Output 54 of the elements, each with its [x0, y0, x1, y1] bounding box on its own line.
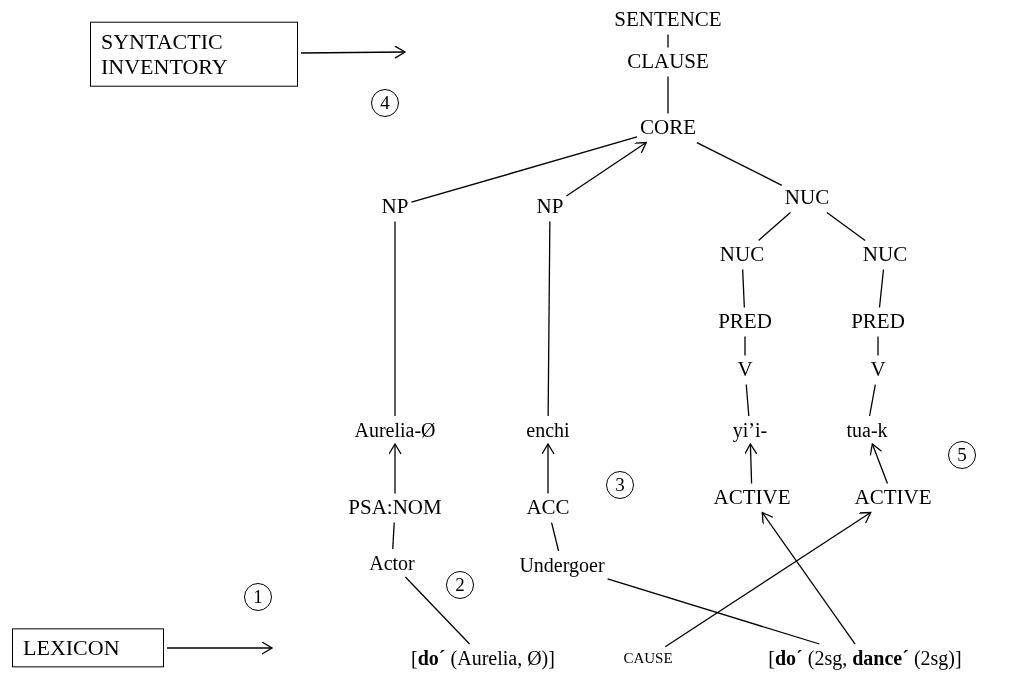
- tree-line: [878, 268, 885, 309]
- tree-line: [745, 383, 750, 417]
- tree-label: Aurelia-Ø: [354, 419, 436, 441]
- component-box: SYNTACTIC INVENTORY: [90, 21, 298, 87]
- tree-label: enchi: [526, 419, 570, 441]
- arrow: [388, 443, 402, 495]
- tree-label: NP: [536, 195, 564, 219]
- tree-label: [do´ (Aurelia, Ø)]: [411, 647, 555, 669]
- arrow: [664, 511, 872, 648]
- arrow: [166, 641, 273, 655]
- tree-line: [404, 576, 471, 645]
- arrow: [541, 443, 555, 495]
- tree-line: [667, 33, 669, 49]
- tree-line: [877, 335, 879, 357]
- tree-label: V: [737, 358, 753, 382]
- arrow: [869, 443, 889, 485]
- tree-label: CAUSE: [623, 649, 673, 667]
- tree-label: ACTIVE: [854, 486, 932, 510]
- tree-label: NUC: [862, 243, 908, 267]
- component-box: LEXICON: [12, 628, 164, 668]
- tree-label: ACTIVE: [713, 486, 791, 510]
- tree-line: [742, 268, 745, 309]
- tree-line: [550, 521, 560, 552]
- arrow: [300, 45, 406, 59]
- tree-line: [696, 141, 783, 186]
- tree-label: NP: [381, 195, 409, 219]
- tree-label: CORE: [640, 116, 696, 140]
- tree-label: PRED: [718, 310, 772, 334]
- tree-line: [826, 211, 866, 242]
- tree-line: [757, 211, 792, 242]
- tree-line: [547, 220, 551, 417]
- tree-line: [392, 521, 395, 550]
- tree-label: PSA:NOM: [348, 496, 442, 520]
- tree-line: [667, 75, 669, 115]
- tree-line: [868, 383, 876, 417]
- tree-label: V: [870, 358, 886, 382]
- tree-label: SENTENCE: [614, 8, 722, 32]
- tree-label: yi’i-: [732, 419, 768, 441]
- tree-label: PRED: [851, 310, 905, 334]
- tree-line: [744, 335, 746, 357]
- arrow: [761, 511, 856, 645]
- tree-label: Actor: [369, 552, 415, 574]
- arrow: [744, 443, 758, 485]
- tree-label: [do´ (2sg, dance´ (2sg)]: [768, 647, 962, 669]
- tree-label: NUC: [784, 186, 830, 210]
- tree-line: [410, 136, 638, 203]
- tree-line: [394, 220, 396, 417]
- tree-line: [606, 578, 821, 645]
- tree-label: Undergoer: [519, 554, 605, 576]
- tree-label: NUC: [719, 243, 765, 267]
- tree-label: CLAUSE: [627, 50, 709, 74]
- tree-label: tua-k: [846, 419, 888, 441]
- arrow: [565, 141, 647, 197]
- tree-label: ACC: [526, 496, 570, 520]
